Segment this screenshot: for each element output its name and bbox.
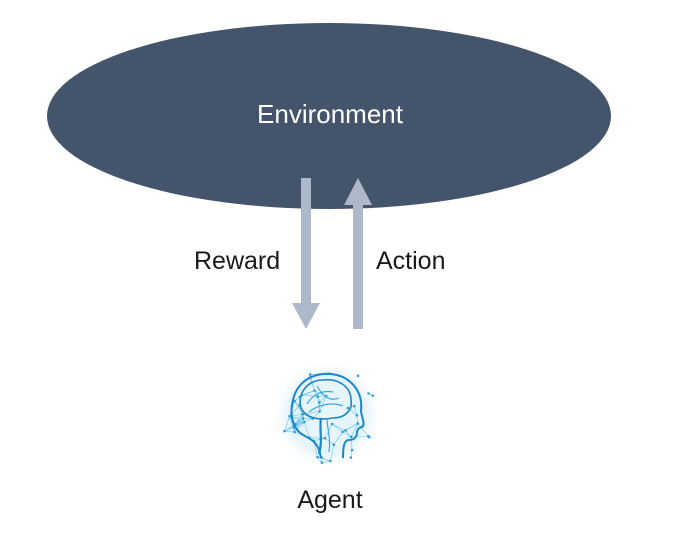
environment-ellipse: [47, 23, 611, 209]
agent-label: Agent: [297, 486, 363, 514]
reward-arrow: [292, 178, 320, 329]
reward-label: Reward: [194, 247, 281, 275]
environment-label: Environment: [257, 99, 403, 129]
agent-brain-icon: [271, 358, 383, 470]
action-arrow: [344, 178, 372, 329]
action-label: Action: [376, 247, 446, 275]
